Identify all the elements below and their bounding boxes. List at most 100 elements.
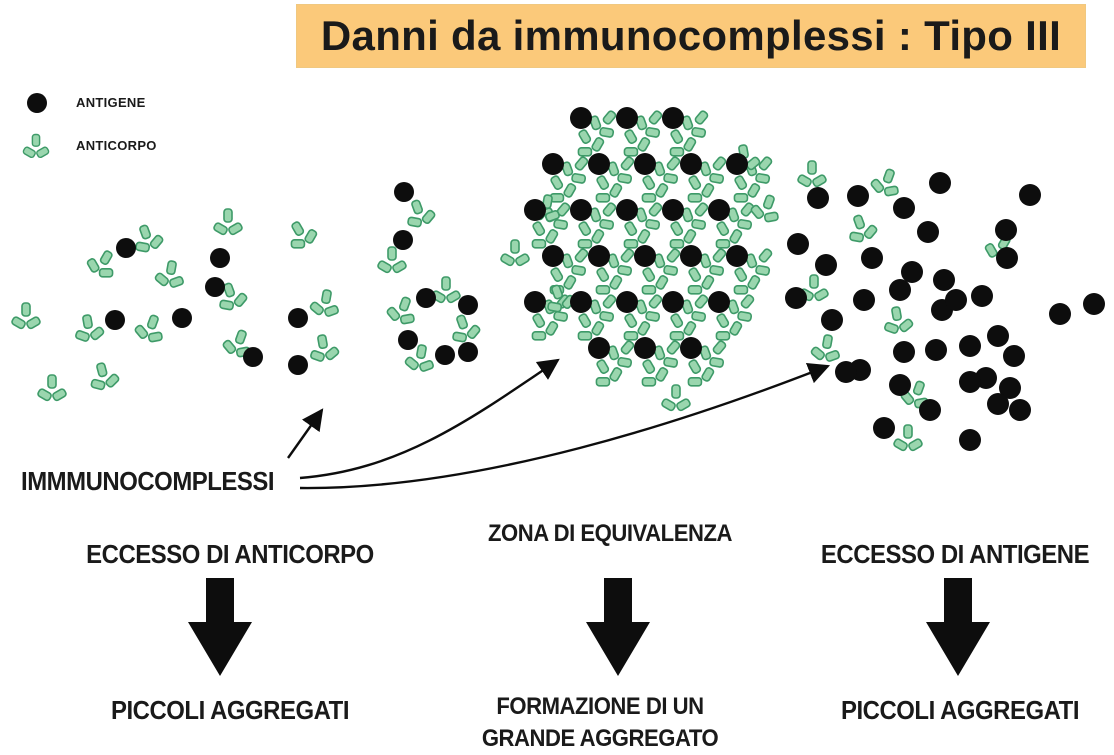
antibody-glyph (676, 102, 718, 144)
antigen-dot (394, 182, 414, 202)
title-background (296, 4, 1086, 68)
antigen-dot (893, 197, 915, 219)
antigen-dot (588, 245, 610, 267)
antigen-dot (873, 417, 895, 439)
antigen-dot (945, 289, 967, 311)
antibody-glyph (879, 303, 916, 337)
antigen-dot (570, 291, 592, 313)
antibody-glyph (280, 214, 322, 255)
antibody-glyph (808, 331, 845, 365)
antigen-dot (726, 245, 748, 267)
antigen-dot (901, 261, 923, 283)
antigen-dot (435, 345, 455, 365)
antigen-dot (634, 153, 656, 175)
large-aggregate-label-line2: GRANDE AGGREGATO (481, 725, 719, 752)
antigen-dot (893, 341, 915, 363)
antibody-glyph (660, 384, 692, 413)
equivalence-zone-label: ZONA DI EQUIVALENZA (488, 520, 732, 547)
antigen-dot (116, 238, 136, 258)
antibody-excess-label: ECCESSO DI ANTICORPO (86, 539, 374, 569)
antigen-dot (458, 342, 478, 362)
antigen-dot (1019, 184, 1041, 206)
antibody-glyph (376, 246, 408, 275)
antigen-dot (662, 291, 684, 313)
antigen-dot (393, 230, 413, 250)
antigen-dot (588, 153, 610, 175)
antigen-dot (524, 291, 546, 313)
antigen-dot (889, 279, 911, 301)
antigen-dot (708, 199, 730, 221)
antibodies (10, 102, 1022, 453)
antigen-dot (933, 269, 955, 291)
antigen-dot (821, 309, 843, 331)
antigen-dot (616, 291, 638, 313)
antigen-dot (987, 325, 1009, 347)
legend-antigen-label: ANTIGENE (76, 95, 146, 110)
antigen-dot (524, 199, 546, 221)
down-arrow (926, 578, 990, 676)
antigen-dot (210, 248, 230, 268)
antigen-dot (616, 107, 638, 129)
antigen-dot (919, 399, 941, 421)
antigen-dot (570, 199, 592, 221)
antigen-dot (987, 393, 1009, 415)
antigen-dot (971, 285, 993, 307)
antigen-dot (588, 337, 610, 359)
antigen-dot (708, 291, 730, 313)
small-aggregates-right-label: PICCOLI AGGREGATI (840, 695, 1080, 725)
antigen-dot (105, 310, 125, 330)
antigens (27, 93, 1105, 451)
antigen-dot (996, 247, 1018, 269)
antigen-dot (616, 199, 638, 221)
antigen-dot (785, 287, 807, 309)
antigen-dot (889, 374, 911, 396)
antigen-dot (288, 355, 308, 375)
antigen-dot (172, 308, 192, 328)
antigen-dot (542, 153, 564, 175)
antigen-dot (959, 429, 981, 451)
antibody-glyph (796, 160, 828, 189)
antigen-dot (959, 371, 981, 393)
antigen-dot (925, 339, 947, 361)
pointer-arrow (287, 408, 324, 459)
antigen-dot (835, 361, 857, 383)
title-box: Danni da immunocomplessi : Tipo III (296, 4, 1086, 68)
pointer-arrow (299, 363, 831, 490)
antibody-glyph (84, 358, 123, 394)
antigen-dot (680, 245, 702, 267)
antibody-glyph (131, 309, 171, 347)
small-aggregates-left-label: PICCOLI AGGREGATI (110, 695, 350, 725)
antigen-dot (995, 219, 1017, 241)
antibody-glyph (21, 133, 51, 160)
antigen-dot (416, 288, 436, 308)
antibody-glyph (383, 291, 423, 329)
antigen-dot (398, 330, 418, 350)
antigen-dot (917, 221, 939, 243)
pointer-arrow (299, 358, 560, 480)
antigen-dot (847, 185, 869, 207)
antigen-dot (726, 153, 748, 175)
antigen-dot (787, 233, 809, 255)
antibody-glyph (36, 374, 68, 403)
antigen-dot (815, 254, 837, 276)
antigen-dot (458, 295, 478, 315)
legend-antibody-label: ANTICORPO (76, 138, 157, 153)
antibody-glyph (307, 286, 344, 320)
antigen-dot (680, 153, 702, 175)
antigen-dot (570, 107, 592, 129)
antigen-dot (959, 335, 981, 357)
antigen-dot (542, 245, 564, 267)
antigen-dot (929, 172, 951, 194)
pointer-arrows (287, 358, 831, 490)
antigen-dot (634, 337, 656, 359)
antigen-dot (861, 247, 883, 269)
antigen-dot (999, 377, 1021, 399)
antibody-glyph (841, 209, 881, 247)
antibody-glyph (70, 311, 107, 345)
antibody-glyph (10, 302, 42, 331)
page-title: Danni da immunocomplessi : Tipo III (320, 12, 1062, 59)
antibody-glyph (444, 309, 484, 347)
antigen-dot (662, 199, 684, 221)
antibody-glyph (152, 257, 189, 291)
